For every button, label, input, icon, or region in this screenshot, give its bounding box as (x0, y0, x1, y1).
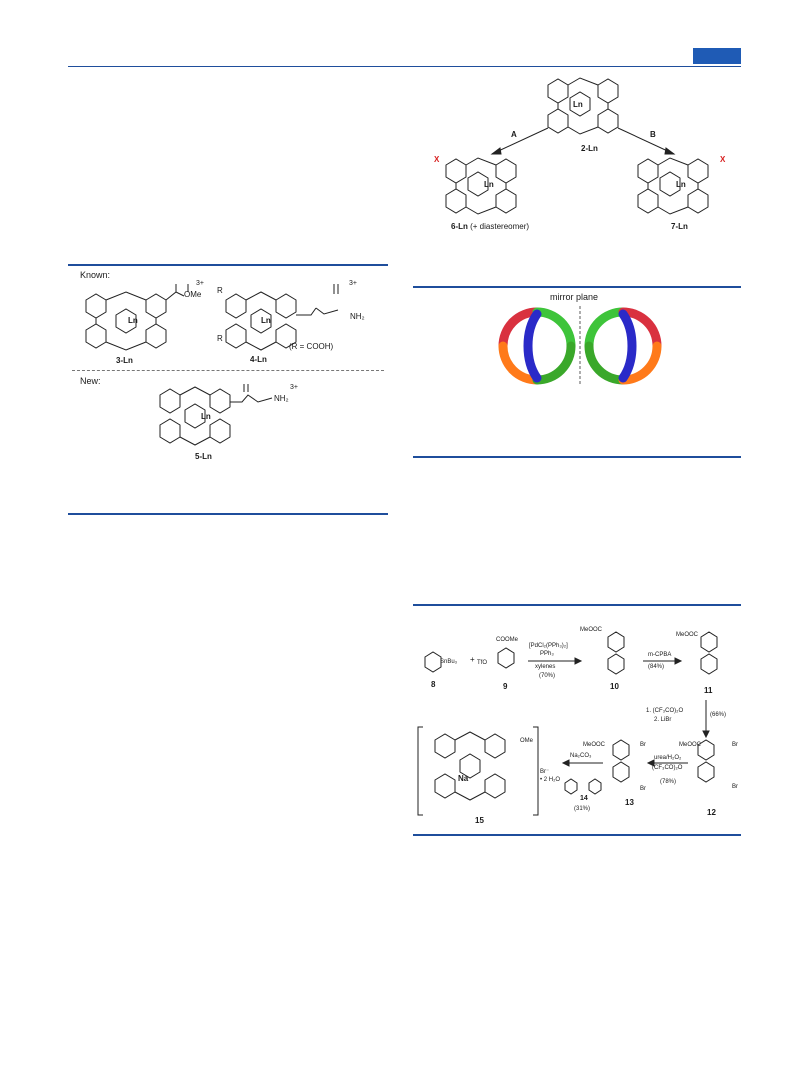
path-b-label: B (650, 130, 656, 139)
new-label: New: (80, 376, 101, 386)
helix-right (584, 307, 662, 385)
step5-yield: (31%) (574, 806, 591, 812)
left-figure-top-rule (68, 264, 388, 266)
compound-14-number: 14 (580, 795, 588, 802)
compound-4-nh2: NH₂ (350, 312, 365, 321)
compound-15-metal: Na (458, 774, 469, 783)
step4-line1: urea/H₂O₂ (654, 755, 682, 761)
mirror-plane-label: mirror plane (550, 292, 599, 302)
compound-4-r-bottom: R (217, 334, 223, 343)
helix-left (498, 307, 576, 385)
x-label-left: X (434, 155, 440, 164)
compound-12-number: 12 (707, 808, 716, 817)
compound-5-metal: Ln (201, 412, 211, 421)
tfo-label: TfO (477, 660, 487, 666)
step1-ligand: PPh₃ (540, 651, 554, 657)
compound-4-r-top: R (217, 286, 223, 295)
diastereomer-note: (+ diastereomer) (470, 222, 530, 231)
mirror-figure-bottom-rule (413, 456, 741, 458)
compound-7-metal: Ln (676, 180, 686, 189)
path-a-label: A (511, 130, 517, 139)
known-new-divider (72, 370, 384, 371)
step1-yield: (70%) (539, 673, 556, 679)
synthesis-bottom-rule (413, 834, 741, 836)
compound-6-number: 6-Ln (451, 222, 468, 231)
compound-3-charge: 3+ (196, 280, 204, 287)
step2-yield: (84%) (648, 664, 665, 670)
compound-13-br-bottom: Br (640, 786, 646, 792)
compound-15-ome: OMe (520, 738, 534, 744)
compound-4-charge: 3+ (349, 280, 357, 287)
compound-5-label: 5-Ln (195, 452, 212, 461)
compound-13-number: 13 (625, 798, 634, 807)
compound-10-number: 10 (610, 682, 619, 691)
step5-reagent: Na₂CO₃ (570, 753, 592, 759)
compound-12-meooc: MeOOC (679, 742, 702, 748)
mirror-figure-top-rule (413, 286, 741, 288)
step2-reagent: m-CPBA (648, 652, 672, 658)
compound-3-metal: Ln (128, 316, 138, 325)
compound-2-label: 2-Ln (581, 144, 598, 153)
synthesis-structures (417, 631, 718, 816)
step1-catalyst: [PdCl₂(PPh₃)₂] (529, 643, 568, 649)
compound-6-structure (445, 157, 517, 215)
synthesis-top-rule (413, 604, 741, 606)
compound-8-number: 8 (431, 680, 436, 689)
compound-7-structure (637, 157, 709, 215)
known-compounds (85, 284, 339, 351)
step4-line2: (CF₃CO)₂O (652, 765, 683, 771)
new-compound-5 (159, 384, 273, 446)
compound-9-number: 9 (503, 682, 508, 691)
compound-3-label: 3-Ln (116, 356, 133, 365)
header-tag (693, 48, 741, 64)
snbu3-label: SnBu₃ (440, 659, 458, 665)
compound-4-r-note: (R = COOH) (289, 342, 334, 351)
step3-yield: (66%) (710, 712, 727, 718)
compound-2-structure (547, 77, 619, 135)
header-rule (68, 66, 741, 67)
compound-12-br-top: Br (732, 742, 738, 748)
helix-enantiomers (498, 306, 662, 386)
compound-15-br: Br⁻ (540, 769, 550, 775)
x-label-right: X (720, 155, 726, 164)
compound-9-cooMe: COOMe (496, 637, 519, 643)
compound-6-metal: Ln (484, 180, 494, 189)
compound-15-number: 15 (475, 816, 484, 825)
plus-sign: + (470, 655, 475, 664)
compound-6-label: 6-Ln (+ diastereomer) (451, 222, 529, 231)
compound-11-number: 11 (704, 686, 713, 695)
compound-4-metal: Ln (261, 316, 271, 325)
step4-yield: (78%) (660, 779, 677, 785)
compound-12-br-bottom: Br (732, 784, 738, 790)
compound-4-label: 4-Ln (250, 355, 267, 364)
compound-2-metal: Ln (573, 100, 583, 109)
macrocycle-scheme (445, 77, 709, 215)
compound-15-hydrate: • 2 H₂O (540, 777, 561, 783)
compound-13-meooc: MeOOC (583, 742, 606, 748)
left-figure-bottom-rule (68, 513, 388, 515)
step3-line1: 1. (CF₃CO)₂O (646, 708, 684, 714)
compound-13-br-top: Br (640, 742, 646, 748)
compound-5-charge: 3+ (290, 384, 298, 391)
compound-5-nh2: NH₂ (274, 394, 289, 403)
step1-solvent: xylenes (535, 664, 556, 670)
compound-11-meooc: MeOOC (676, 632, 699, 638)
known-label: Known: (80, 270, 111, 280)
compound-7-label: 7-Ln (671, 222, 688, 231)
compound-3-ome: OMe (184, 290, 202, 299)
compound-10-meooc: MeOOC (580, 627, 603, 633)
step3-line2: 2. LiBr (654, 717, 672, 723)
